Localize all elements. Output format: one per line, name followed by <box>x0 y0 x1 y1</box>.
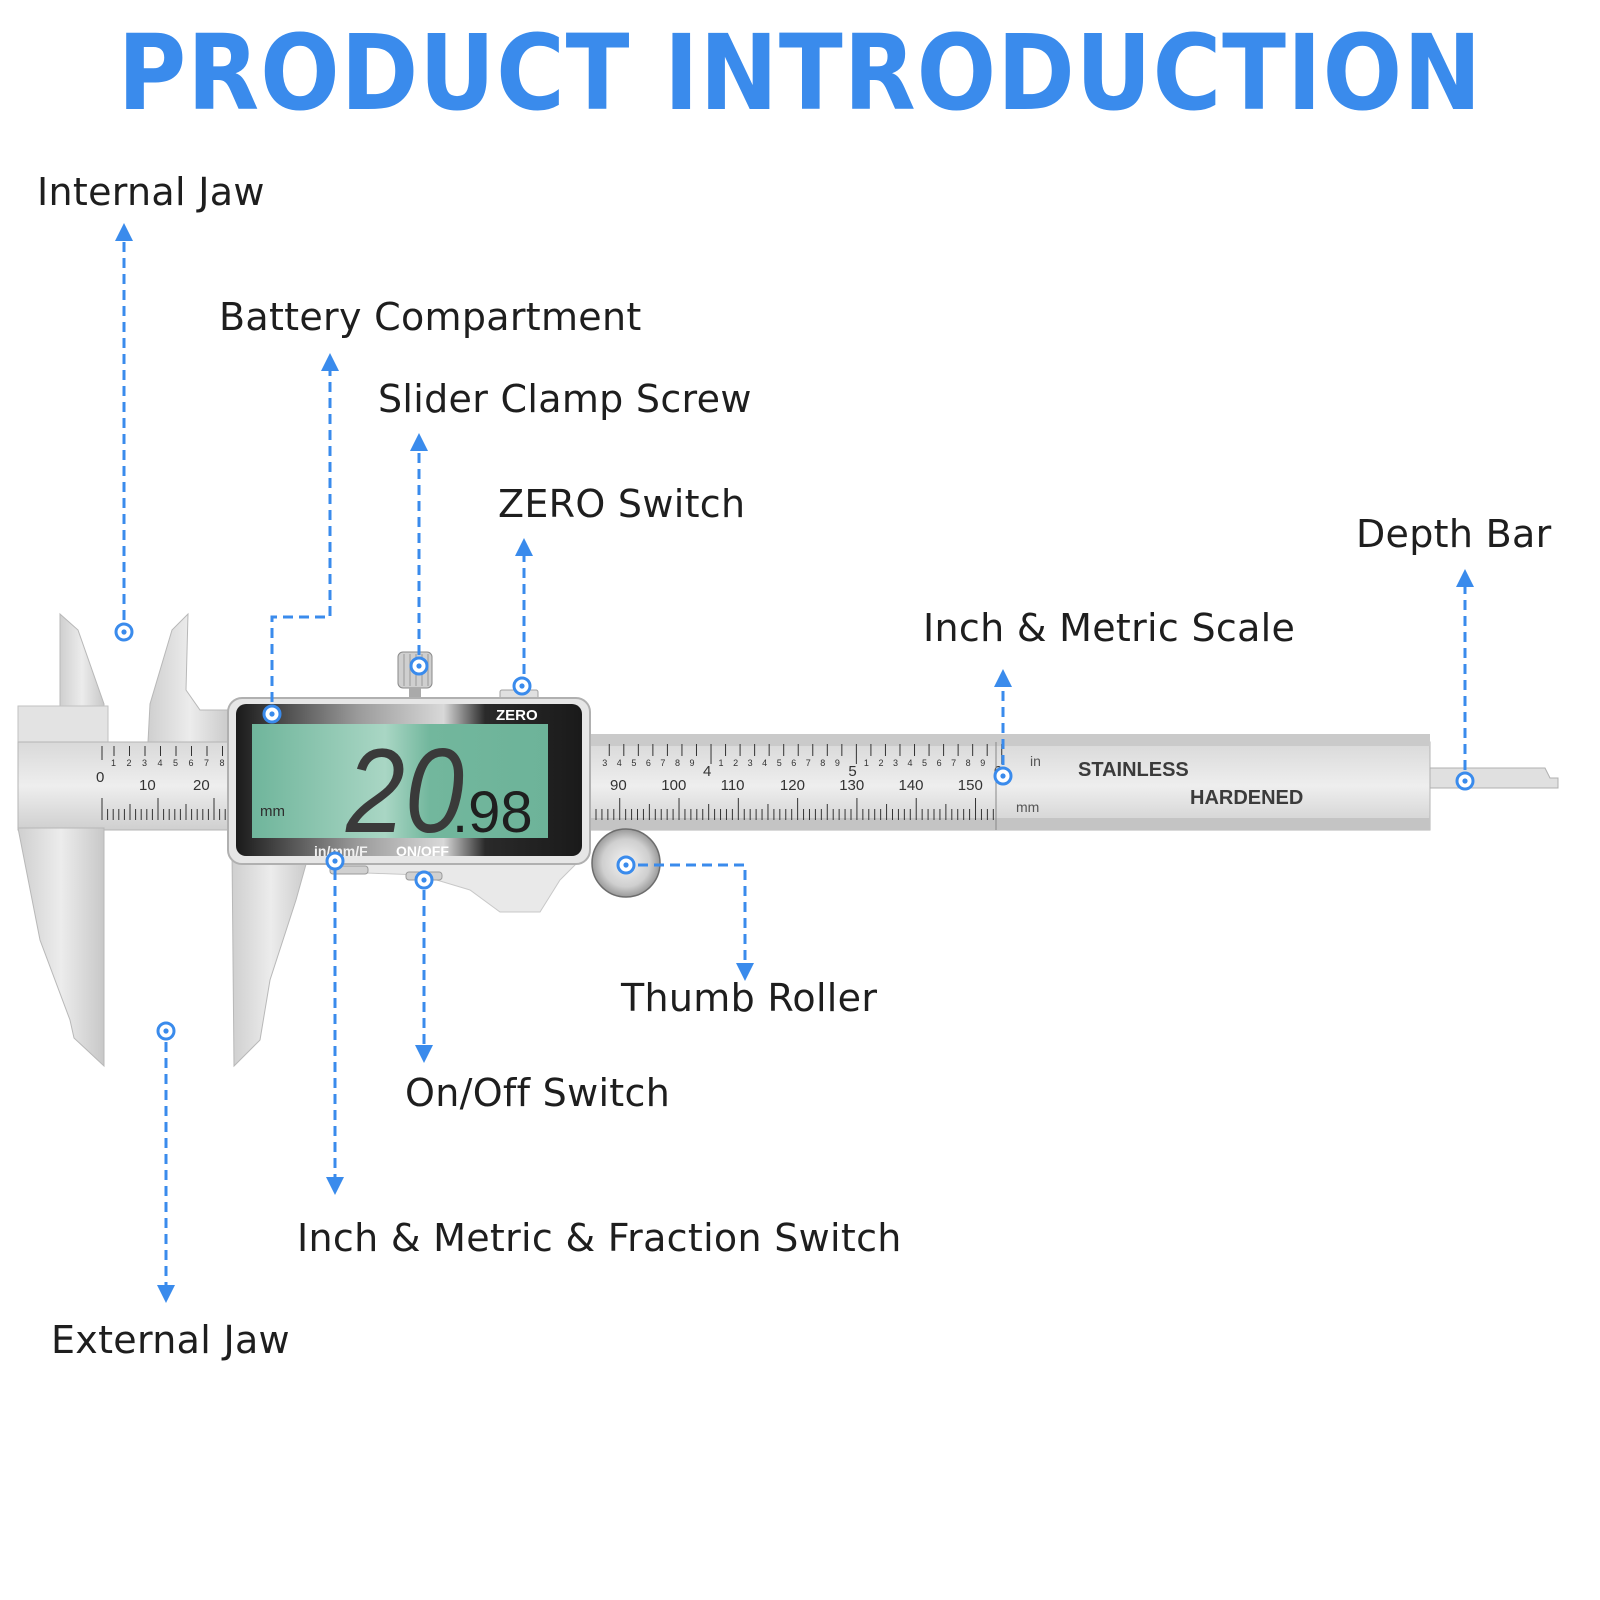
callout-line-thumb-roller <box>638 863 754 981</box>
label-on-off-switch: On/Off Switch <box>405 1071 671 1115</box>
mm-label: 0 <box>96 769 104 786</box>
engraving-stainless: STAINLESS <box>1078 759 1189 781</box>
inch-tick-label: 5 <box>631 758 636 768</box>
inch-tick-label: 7 <box>660 758 665 768</box>
power-button-label[interactable]: ON/OFF <box>396 843 449 859</box>
label-external-jaw: External Jaw <box>51 1318 290 1362</box>
inch-tick-label: 9 <box>689 758 694 768</box>
lcd-unit: mm <box>260 803 285 820</box>
label-inch-metric-fraction-switch: Inch & Metric & Fraction Switch <box>297 1216 902 1260</box>
zero-button-label[interactable]: ZERO <box>496 707 538 724</box>
inch-tick-label: 1 <box>864 758 869 768</box>
inch-tick-label: 2 <box>127 758 132 768</box>
mm-label: 150 <box>958 777 983 794</box>
inch-major-label: 4 <box>703 763 711 780</box>
mm-label: 110 <box>721 777 745 794</box>
inch-tick-label: 9 <box>835 758 840 768</box>
inch-tick-label: 6 <box>189 758 194 768</box>
inch-tick-label: 2 <box>733 758 738 768</box>
label-slider-clamp-screw: Slider Clamp Screw <box>378 377 752 421</box>
dot-zero-icon <box>512 676 532 696</box>
inch-tick-label: 3 <box>893 758 898 768</box>
label-battery-compartment: Battery Compartment <box>219 295 642 339</box>
inch-tick-label: 1 <box>111 758 116 768</box>
mm-label: 20 <box>193 777 210 794</box>
inch-tick-label: 4 <box>908 758 913 768</box>
inch-tick-label: 8 <box>675 758 680 768</box>
dot-fraction-icon <box>325 851 345 871</box>
dot-on-off-icon <box>414 870 434 890</box>
mm-label: 130 <box>839 777 864 794</box>
inch-tick-label: 5 <box>922 758 927 768</box>
inch-tick-label: 7 <box>204 758 209 768</box>
inch-tick-label: 7 <box>951 758 956 768</box>
lcd-screen <box>252 724 548 838</box>
callout-dots <box>114 622 1475 1041</box>
inch-tick-label: 5 <box>777 758 782 768</box>
right-scale: 3456789412345678951234567896901001101201… <box>595 742 1003 830</box>
depth-bar <box>1429 767 1559 789</box>
inch-tick-label: 3 <box>602 758 607 768</box>
dot-battery-icon <box>262 704 282 724</box>
dot-external-jaw-icon <box>156 1021 176 1041</box>
label-zero-switch: ZERO Switch <box>498 482 746 526</box>
page-title: PRODUCT INTRODUCTION <box>117 12 1483 134</box>
beam-top-edge <box>590 734 1430 746</box>
mm-label: 120 <box>780 777 805 794</box>
inch-tick-label: 9 <box>980 758 985 768</box>
inch-tick-label: 6 <box>791 758 796 768</box>
inch-major-label: 5 <box>848 763 856 780</box>
screw-shaft <box>409 688 421 698</box>
inch-tick-label: 4 <box>762 758 767 768</box>
mm-label: 10 <box>139 777 156 794</box>
mm-label: 100 <box>661 777 686 794</box>
mode-button-label[interactable]: in/mm/F <box>314 843 368 859</box>
inch-tick-label: 3 <box>142 758 147 768</box>
scale-unit-mm: mm <box>1016 799 1039 815</box>
mm-label: 140 <box>899 777 924 794</box>
label-thumb-roller: Thumb Roller <box>621 976 878 1020</box>
inch-tick-label: 4 <box>617 758 622 768</box>
inch-tick-label: 6 <box>937 758 942 768</box>
dot-depth-bar-icon <box>1455 771 1475 791</box>
dot-scale-icon <box>993 766 1013 786</box>
dot-clamp-screw-icon <box>409 656 429 676</box>
lcd-reading-decimal: .98 <box>452 780 533 845</box>
beam-bottom-edge <box>590 818 1430 830</box>
inch-tick-label: 4 <box>158 758 163 768</box>
inch-tick-label: 8 <box>220 758 225 768</box>
label-inch-metric-scale: Inch & Metric Scale <box>923 606 1296 650</box>
inch-tick-label: 8 <box>966 758 971 768</box>
inch-tick-label: 6 <box>646 758 651 768</box>
inch-tick-label: 5 <box>173 758 178 768</box>
callout-line-battery <box>270 353 339 702</box>
label-internal-jaw: Internal Jaw <box>37 170 265 214</box>
inch-tick-label: 7 <box>806 758 811 768</box>
internal-jaw-moving <box>147 612 233 743</box>
engraving-hardened: HARDENED <box>1190 787 1303 809</box>
mm-label: 90 <box>610 777 627 794</box>
inch-tick-label: 3 <box>748 758 753 768</box>
inch-tick-label: 2 <box>878 758 883 768</box>
inch-tick-label: 8 <box>820 758 825 768</box>
dot-thumb-roller-icon <box>616 855 636 875</box>
scale-unit-in: in <box>1030 753 1041 769</box>
external-jaw-fixed <box>17 827 105 1068</box>
inch-tick-label: 1 <box>719 758 724 768</box>
external-jaw-moving <box>231 849 311 1068</box>
label-depth-bar: Depth Bar <box>1356 512 1552 556</box>
lcd-reading-main: 20 <box>345 724 464 858</box>
dot-internal-jaw-icon <box>114 622 134 642</box>
